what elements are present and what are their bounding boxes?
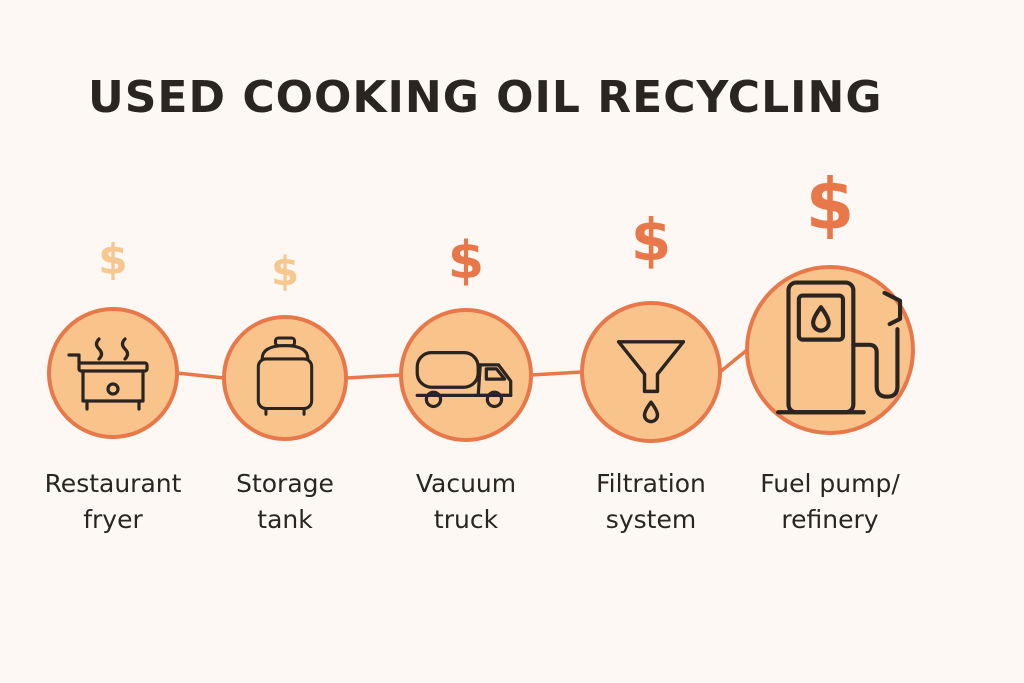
dollar-icon: $	[98, 235, 127, 284]
step-circle	[745, 265, 915, 435]
step-label-line: refinery	[781, 505, 879, 534]
dollar-icon: $	[448, 231, 484, 291]
step-label-line: Vacuum	[415, 469, 517, 498]
step-node-fuel-pump-refinery	[745, 265, 915, 435]
fryer-icon	[67, 337, 149, 411]
step-node-restaurant-fryer	[47, 307, 179, 439]
step-label-line: Fuel pump/	[760, 469, 900, 498]
step-label-line: fryer	[83, 505, 143, 534]
step-circle	[580, 301, 722, 443]
step-label-fuel-pump-refinery: Fuel pump/refinery	[730, 466, 930, 538]
connector-line	[718, 348, 749, 374]
step-node-storage-tank	[222, 315, 348, 441]
fuel-pump-icon	[776, 280, 903, 415]
value-indicators: $ $ $ $ $	[98, 164, 854, 296]
step-node-filtration-system	[580, 301, 722, 443]
step-circle	[399, 308, 533, 442]
connector-line	[176, 371, 225, 380]
step-label-line: Restaurant	[44, 469, 182, 498]
step-node-vacuum-truck	[399, 308, 533, 442]
dollar-icon: $	[631, 206, 671, 274]
process-nodes	[47, 265, 915, 443]
step-label-line: Filtration	[596, 469, 706, 498]
step-label-line: system	[605, 505, 697, 534]
step-label-line: truck	[433, 505, 499, 534]
dollar-icon: $	[806, 164, 855, 246]
step-label-line: Storage	[236, 469, 334, 498]
dollar-icon: $	[271, 249, 299, 295]
truck-icon	[415, 351, 513, 409]
connector-line	[530, 370, 583, 377]
step-label-line: tank	[257, 505, 313, 534]
step-label-vacuum-truck: Vacuum truck	[366, 466, 566, 538]
step-label-restaurant-fryer: Restaurant fryer	[13, 466, 213, 538]
step-label-filtration-system: Filtration system	[551, 466, 751, 538]
step-circle	[222, 315, 348, 441]
page-title: USED COOKING OIL RECYCLING	[88, 72, 883, 123]
connector-line	[345, 373, 402, 380]
connector-lines	[176, 348, 749, 380]
step-circle	[47, 307, 179, 439]
funnel-icon	[616, 340, 686, 424]
storage-tank-icon	[256, 336, 314, 416]
step-label-storage-tank: Storage tank	[185, 466, 385, 538]
